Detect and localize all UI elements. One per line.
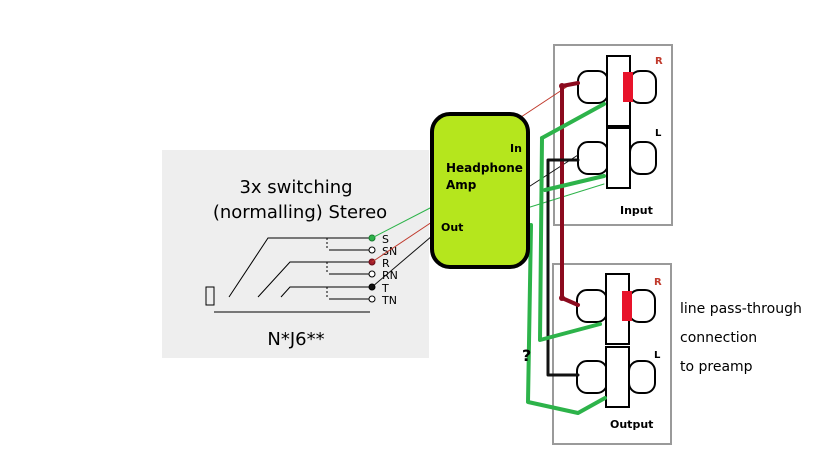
output-panel-label: Output [610, 418, 653, 431]
input-l-rca-connector [577, 127, 657, 189]
note-line2: connection [680, 330, 757, 346]
jack-schematic-symbol [205, 237, 370, 313]
wire-ground-input-l [543, 174, 606, 192]
note-line1: line pass-through [680, 301, 802, 317]
output-r-red-band [622, 291, 632, 321]
input-l-label: L [655, 128, 662, 139]
output-r-rca-nose [628, 289, 656, 323]
output-r-rca-connector [576, 273, 656, 345]
wire-jack-t-to-amp [371, 235, 433, 288]
input-r-red-band [623, 72, 633, 102]
right-junction-top [559, 83, 565, 89]
jack-third-spring [280, 286, 370, 298]
amp-title-line2: Amp [446, 178, 477, 192]
headphone-amp: Headphone Amp In Out [430, 112, 530, 269]
question-mark: ? [522, 346, 531, 365]
wire-amp-in-right [514, 85, 569, 122]
input-panel: R L Input [553, 44, 673, 226]
wiring [371, 81, 607, 415]
pin-rn-terminal [368, 270, 376, 278]
wire-left-pass-through [546, 158, 580, 377]
wire-ground-input-r [540, 102, 606, 140]
output-l-rca-connector [576, 346, 656, 408]
headphone-amp-body [430, 112, 530, 269]
input-r-rca-connector [577, 55, 657, 127]
input-r-rca-nose [629, 70, 657, 104]
output-r-label: R [654, 277, 662, 288]
jack-panel: 3x switching (normalling) Stereo N*J6** … [162, 150, 429, 358]
jack-tip-spring [228, 237, 370, 298]
right-junction-bottom [559, 295, 565, 301]
wire-ground-output-l [526, 223, 607, 415]
amp-in-label: In [510, 142, 522, 155]
note-line3: to preamp [680, 359, 753, 375]
input-l-rca-barrel [577, 141, 609, 175]
jack-sleeve-body [205, 286, 215, 306]
jack-part-number: N*J6** [267, 329, 324, 350]
wire-jack-r-to-amp [371, 221, 433, 263]
input-l-rca-flange [606, 127, 631, 189]
input-l-rca-nose [629, 141, 657, 175]
pin-label-r: R [382, 257, 390, 270]
output-panel: R L Output [552, 263, 672, 445]
pin-sn-terminal [368, 246, 376, 254]
input-r-rca-barrel [577, 70, 609, 104]
output-l-rca-nose [628, 360, 656, 394]
pin-label-t: T [381, 282, 389, 295]
input-r-label: R [655, 56, 663, 67]
pin-label-tn: TN [381, 294, 397, 307]
jack-title-line2: (normalling) Stereo [213, 202, 387, 223]
pin-label-rn: RN [382, 269, 398, 282]
amp-out-label: Out [441, 221, 463, 234]
wire-jack-s-to-amp [371, 206, 433, 239]
input-panel-label: Input [620, 204, 653, 217]
output-l-label: L [654, 350, 661, 361]
jack-ring-spring [257, 261, 370, 298]
output-l-rca-flange [605, 346, 630, 408]
wire-ground-output-r [538, 136, 602, 342]
jack-title-line1: 3x switching [239, 177, 352, 198]
pin-label-s: S [382, 233, 389, 246]
output-l-rca-barrel [576, 360, 608, 394]
amp-title-line1: Headphone [446, 161, 523, 175]
pin-tn-terminal [368, 295, 376, 303]
output-r-rca-barrel [576, 289, 608, 323]
